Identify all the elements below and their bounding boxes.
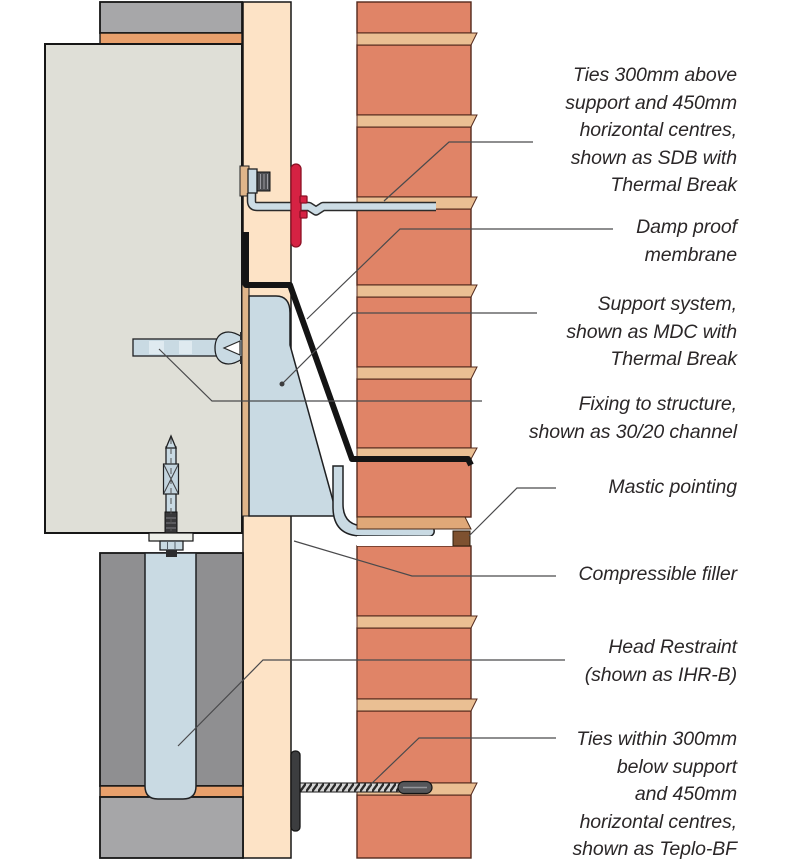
leader-dot [279, 381, 285, 387]
brick-course [356, 458, 472, 518]
mdc-support-bracket [248, 295, 336, 517]
tie-washer [247, 168, 258, 194]
bolt-end [166, 550, 177, 557]
brick-course [356, 378, 472, 449]
mortar-joint [356, 284, 478, 298]
brick-course [356, 545, 472, 617]
channel-bar-highlight [179, 341, 192, 354]
brick-course [356, 627, 472, 700]
inner-leaf-structure [44, 1, 244, 859]
soffit-plate [148, 532, 194, 542]
mortar-bed-on-angle [356, 516, 472, 530]
compressible-filler-gap [357, 536, 453, 546]
mortar-joint [356, 32, 478, 46]
label-head-restraint: Head Restraint (shown as IHR-B) [584, 636, 737, 686]
concrete-slab [44, 43, 243, 534]
leader-ties-above [383, 141, 533, 202]
sdb-tie [248, 193, 436, 215]
teplo-tie-disc [290, 750, 301, 832]
brick-course [356, 710, 472, 784]
label-damp-proof: Damp proof membrane [636, 216, 737, 266]
tie-retaining-disc [290, 163, 302, 248]
mortar-joint [356, 615, 478, 629]
anchor-bolt-assembly [148, 434, 194, 557]
disc-clip [299, 210, 308, 219]
leader-fixing [158, 348, 482, 402]
brick-course [356, 208, 472, 286]
leader-compressible [293, 540, 556, 577]
leader-mastic [468, 487, 556, 537]
teplo-tie-assembly [290, 750, 433, 832]
brick-course [356, 296, 472, 368]
label-fixing: Fixing to structure, shown as 30/20 chan… [528, 393, 737, 443]
mortar-joint [356, 698, 478, 712]
brick-course [356, 44, 472, 116]
mastic-block [452, 530, 471, 547]
leader-damp-proof [306, 228, 613, 320]
leader-lines [158, 141, 613, 788]
leader-support-system [281, 312, 537, 385]
brick-course [356, 1, 472, 34]
inner-blockwork-lower [99, 796, 244, 859]
label-compressible: Compressible filler [578, 563, 738, 585]
leader-ties-below [367, 737, 556, 788]
brick-course [356, 794, 472, 859]
channel-profile-inner [222, 340, 241, 356]
dpm-membrane [243, 232, 474, 467]
sdb-tie-assembly [239, 163, 436, 248]
label-ties-below: Ties within 300mm below support and 450m… [572, 728, 738, 860]
channel-bar [132, 338, 218, 357]
label-support-system: Support system, shown as MDC with Therma… [566, 293, 737, 370]
label-mastic: Mastic pointing [608, 476, 737, 498]
brick-course [356, 126, 472, 198]
label-ties-above: Ties 300mm above support and 450mm horiz… [565, 64, 737, 196]
mortar-joint [356, 366, 478, 380]
leader-head-restraint [177, 659, 565, 747]
hex-nut [159, 540, 184, 551]
inner-block-top [99, 1, 243, 34]
brick-outer-leaf [356, 1, 478, 859]
disc-clip [299, 195, 308, 204]
mortar-joint [356, 114, 478, 128]
head-restraint-channel [144, 552, 197, 800]
teplo-tie-rod [298, 782, 402, 793]
